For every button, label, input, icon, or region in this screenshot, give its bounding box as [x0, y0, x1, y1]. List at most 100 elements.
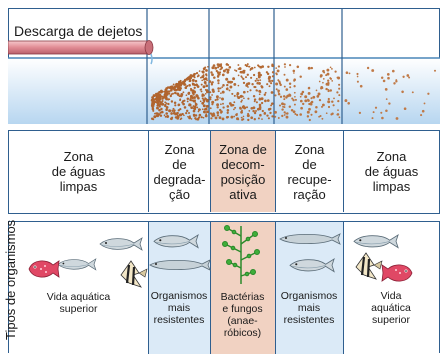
- sediment-particle: [242, 115, 244, 117]
- sediment-particle: [322, 77, 325, 80]
- sediment-particle: [346, 101, 350, 105]
- sediment-particle: [202, 93, 205, 97]
- sediment-particle: [267, 76, 271, 80]
- sediment-particle: [253, 66, 256, 68]
- sediment-particle: [167, 92, 170, 95]
- sediment-particle: [292, 69, 295, 72]
- sediment-particle: [219, 86, 221, 89]
- sediment-particle: [253, 99, 256, 102]
- sediment-particle: [266, 98, 270, 102]
- sediment-particle: [228, 85, 232, 88]
- sediment-particle: [205, 84, 208, 87]
- sediment-particle: [345, 70, 348, 74]
- sediment-particle: [299, 92, 303, 95]
- sediment-particle: [251, 109, 255, 112]
- sediment-particle: [282, 94, 285, 98]
- sediment-particle: [186, 96, 189, 100]
- sediment-particle: [239, 110, 243, 114]
- org-bg-decomposicao: [210, 222, 275, 354]
- sediment-particle: [180, 100, 184, 104]
- sediment-particle: [407, 76, 410, 78]
- sediment-particle: [174, 111, 177, 115]
- sediment-particle: [220, 97, 224, 100]
- sediment-particle: [159, 113, 162, 117]
- sediment-particle: [210, 65, 214, 69]
- sediment-particle: [271, 74, 274, 77]
- sediment-particle: [173, 101, 176, 104]
- sediment-particle: [232, 100, 235, 103]
- sediment-particle: [285, 78, 289, 82]
- sediment-particle: [155, 113, 159, 117]
- sediment-particle: [259, 73, 262, 76]
- sediment-particle: [237, 74, 239, 76]
- sediment-particle: [226, 80, 230, 83]
- sediment-particle: [332, 103, 335, 106]
- sediment-particle: [255, 77, 258, 80]
- sediment-particle: [358, 111, 361, 114]
- sediment-particle: [386, 72, 390, 76]
- sediment-particle: [185, 109, 188, 112]
- sediment-particle: [163, 113, 165, 116]
- sediment-particle: [283, 62, 286, 65]
- sediment-particle: [179, 94, 183, 97]
- sediment-particle: [157, 108, 161, 111]
- sediment-particle: [242, 90, 246, 94]
- sediment-particle: [256, 78, 259, 82]
- sediment-particle: [215, 110, 219, 114]
- sediment-particle: [177, 85, 181, 88]
- sediment-particle: [240, 98, 243, 101]
- sediment-particle: [277, 92, 280, 95]
- sediment-particle: [151, 109, 154, 112]
- sediment-particle: [204, 107, 208, 111]
- sediment-particle: [303, 98, 307, 102]
- sediment-particle: [288, 82, 291, 85]
- sediment-particle: [215, 97, 219, 101]
- sediment-particle: [325, 111, 328, 114]
- sediment-particle: [165, 105, 169, 109]
- sediment-particle: [189, 74, 192, 77]
- sediment-particle: [303, 94, 307, 98]
- sediment-particle: [338, 115, 340, 118]
- sediment-particle: [173, 91, 177, 94]
- sediment-particle: [246, 85, 249, 88]
- sediment-particle: [306, 110, 310, 114]
- sediment-particle: [221, 73, 225, 76]
- sediment-particle: [267, 79, 271, 82]
- sediment-particle: [301, 90, 304, 93]
- sediment-particle: [292, 77, 296, 81]
- sediment-particle: [282, 102, 286, 106]
- sediment-particle: [170, 99, 173, 103]
- sediment-particle: [380, 116, 384, 119]
- sediment-particle: [239, 100, 242, 103]
- sediment-particle: [195, 83, 198, 86]
- sediment-particle: [164, 111, 168, 115]
- sediment-particle: [257, 71, 261, 75]
- sediment-particle: [336, 112, 339, 116]
- sediment-particle: [228, 65, 231, 69]
- long-fish-icon: [149, 259, 210, 270]
- sediment-particle: [163, 92, 166, 95]
- sediment-particle: [309, 96, 313, 99]
- sediment-particle: [210, 102, 213, 105]
- sediment-particle: [203, 80, 207, 84]
- sediment-particle: [171, 92, 174, 95]
- sediment-particle: [244, 75, 247, 78]
- sediment-particle: [153, 112, 156, 114]
- sediment-particle: [319, 73, 323, 77]
- sediment-particle: [189, 94, 193, 97]
- zone-recuperacao: Zona de recupe- ração: [287, 141, 332, 202]
- sediment-particle: [380, 75, 383, 79]
- sediment-particle: [240, 116, 243, 119]
- organism-label-2: Organismos mais resistentes: [150, 290, 208, 326]
- sediment-particle: [239, 94, 243, 97]
- sediment-particle: [244, 83, 248, 87]
- sediment-particle: [285, 111, 289, 115]
- sediment-particle: [164, 107, 168, 111]
- sediment-particle: [386, 76, 390, 80]
- sediment-particle: [231, 76, 235, 80]
- sediment-particle: [233, 94, 236, 97]
- sediment-particle: [281, 105, 284, 108]
- sediment-particle: [170, 109, 174, 112]
- sediment-particle: [158, 93, 161, 96]
- sediment-particle: [170, 116, 173, 119]
